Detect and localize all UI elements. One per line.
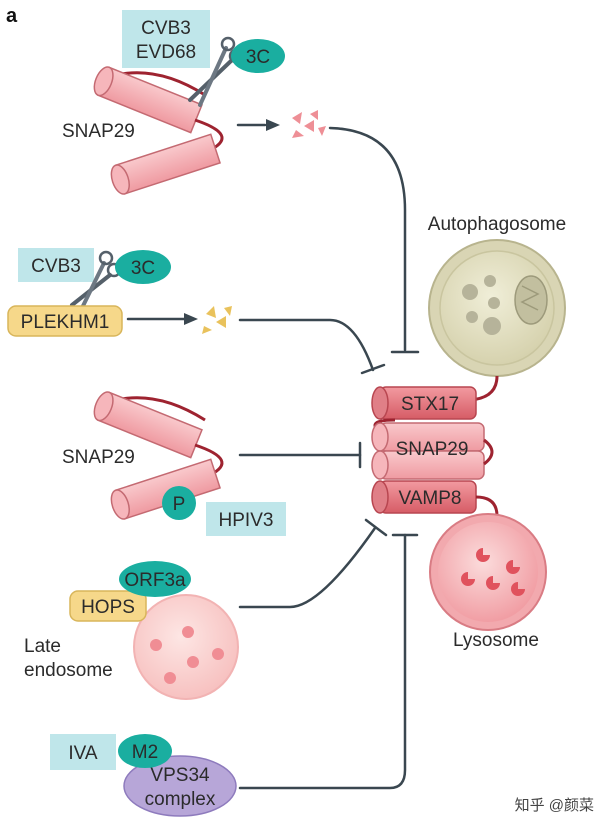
virus-box-hpiv3 xyxy=(206,502,286,536)
pathway-iva: IVA VPS34 complex M2 xyxy=(50,734,237,817)
hops-label: HOPS xyxy=(81,597,135,618)
virus-label-cvb3: CVB3 xyxy=(141,18,191,39)
virus-label-evd68: EVD68 xyxy=(136,42,196,63)
m2-label: M2 xyxy=(132,742,158,763)
lysosome-group: Lysosome xyxy=(429,513,547,651)
lysosome-enzymes xyxy=(461,548,525,596)
mitochondrion-icon xyxy=(514,275,548,325)
m2-badge xyxy=(118,734,172,768)
protease-3c-badge-2 xyxy=(115,250,171,284)
snap29-snare-cap-1 xyxy=(371,422,389,452)
phospho-label: P xyxy=(173,494,186,515)
snap29-snare-cap-2 xyxy=(371,450,389,480)
protease-3c-badge-1 xyxy=(231,39,285,73)
autophagosome-group: Autophagosome xyxy=(428,214,566,402)
pathway-hpiv3: SNAP29 P HPIV3 xyxy=(62,391,286,536)
snap29-label-2: SNAP29 xyxy=(62,447,135,468)
scissors-icon-2 xyxy=(70,250,122,310)
plekhm1-label: PLEKHM1 xyxy=(21,312,110,333)
snap29-helix-bottom xyxy=(110,133,221,195)
orf3a-label: ORF3a xyxy=(124,570,186,591)
snare-complex: STX17 SNAP29 VAMP8 xyxy=(371,386,499,517)
virus-box-cvb3 xyxy=(18,248,94,282)
snap29-helix-top xyxy=(93,66,203,134)
virus-label-hpiv3: HPIV3 xyxy=(219,510,274,531)
stx17-cap xyxy=(371,386,389,420)
plekhm1-fragments-icon xyxy=(202,306,232,334)
endosome-vesicles xyxy=(150,626,224,684)
protease-3c-label-2: 3C xyxy=(131,258,155,279)
snap29-helix-bottom-2 xyxy=(110,458,221,520)
pathway-cvb3-plekhm1: CVB3 3C PLEKHM1 xyxy=(7,248,232,337)
inhibition-line-1 xyxy=(328,126,407,352)
hops-box xyxy=(69,590,147,622)
connector-lines xyxy=(126,123,420,790)
snap29-snare-loop-2 xyxy=(483,438,494,466)
vps34-label-1: VPS34 xyxy=(150,765,210,786)
snap29-fragments-icon xyxy=(292,110,326,138)
virus-label-iva: IVA xyxy=(68,743,98,764)
autophagosome-label: Autophagosome xyxy=(428,214,566,235)
snap29-label-1: SNAP29 xyxy=(62,121,135,142)
watermark: 知乎 @颜菜 xyxy=(515,797,594,814)
inhibition-bar-4 xyxy=(364,518,388,537)
vamp8-cap xyxy=(371,480,389,514)
arrowhead-1 xyxy=(266,119,280,131)
lysosome-inner xyxy=(438,522,538,622)
orf3a-badge xyxy=(119,561,191,597)
lysosome-label: Lysosome xyxy=(453,630,539,651)
panel-label: a xyxy=(6,5,18,27)
virus-label-cvb3-2: CVB3 xyxy=(31,256,81,277)
vamp8-label: VAMP8 xyxy=(398,488,461,509)
inhibition-bar-2 xyxy=(360,363,386,375)
protease-3c-label-1: 3C xyxy=(246,47,270,68)
snap29-snare-label: SNAP29 xyxy=(396,439,469,460)
vps34-label-2: complex xyxy=(145,789,216,810)
late-endosome-label-1: Late xyxy=(24,636,61,657)
stx17-label: STX17 xyxy=(401,394,459,415)
inhibition-line-2 xyxy=(238,318,375,372)
virus-box-cvb3-evd68 xyxy=(122,10,210,68)
phospho-badge xyxy=(162,486,196,520)
late-endosome xyxy=(133,594,239,700)
snap29-helix-top-2 xyxy=(93,391,203,459)
vps34-complex xyxy=(123,755,237,817)
late-endosome-label-2: endosome xyxy=(24,660,113,681)
autophagosome-cargo xyxy=(462,275,501,335)
virus-box-iva xyxy=(50,734,116,770)
arrowhead-2 xyxy=(184,313,198,325)
pathway-orf3a: HOPS ORF3a Late endosome xyxy=(24,561,239,700)
inhibition-line-4 xyxy=(238,526,377,609)
pathway-cvb3-evd68: CVB3 EVD68 SNAP29 3C xyxy=(62,10,326,195)
plekhm1-box xyxy=(7,305,123,337)
inhibition-line-5 xyxy=(238,533,407,790)
vamp8-anchor xyxy=(475,495,499,517)
